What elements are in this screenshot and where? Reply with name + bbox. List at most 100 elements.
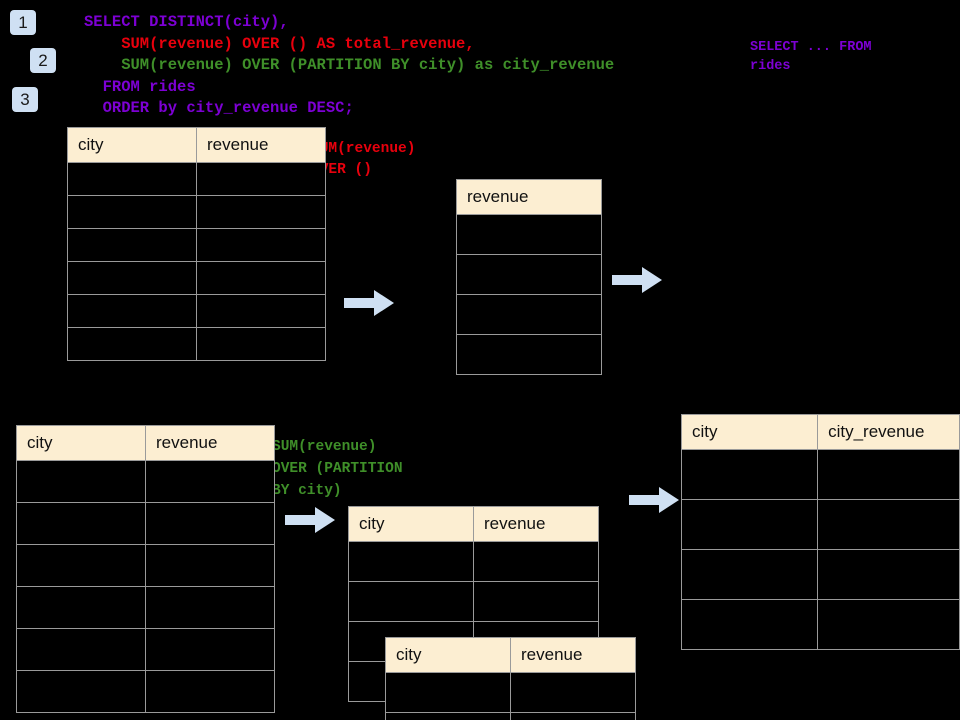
sql-line-3: SUM(revenue) OVER (PARTITION BY city) as… — [84, 56, 615, 74]
table-row — [456, 214, 602, 255]
table-row — [456, 294, 602, 335]
column-header-revenue: revenue — [196, 127, 326, 163]
table-body — [67, 162, 326, 361]
cell-revenue — [145, 586, 275, 629]
cell-city-revenue — [817, 449, 960, 500]
table-row — [385, 712, 636, 720]
cell-revenue — [145, 544, 275, 587]
table-row — [16, 544, 275, 587]
result-table: city city_revenue — [680, 414, 960, 650]
column-header-city: city — [348, 506, 474, 542]
table-body — [456, 214, 602, 375]
arrow-rides2-to-partition-icon — [285, 505, 335, 535]
cell-city — [16, 586, 146, 629]
annotation-sum-over-partition: SUM(revenue) OVER (PARTITION BY city) — [272, 439, 403, 499]
cell-city — [16, 502, 146, 545]
cell-revenue — [196, 195, 326, 229]
table-row — [680, 499, 960, 550]
step-badge-2: 2 — [30, 48, 56, 73]
table-header-row: city revenue — [348, 506, 599, 542]
cell-revenue — [196, 162, 326, 196]
column-header-city: city — [385, 637, 511, 673]
table-row — [680, 599, 960, 650]
cell-city-revenue — [817, 499, 960, 550]
sql-query-block: SELECT DISTINCT(city), SUM(revenue) OVER… — [84, 12, 614, 120]
cell-city — [16, 460, 146, 503]
cell-city — [67, 327, 197, 361]
table-body — [385, 672, 636, 720]
cell-city — [67, 228, 197, 262]
cell-revenue — [456, 254, 602, 295]
table-body — [680, 449, 960, 650]
cell-city — [16, 628, 146, 671]
cell-city — [680, 549, 819, 600]
cell-city — [385, 672, 511, 713]
cell-city — [680, 499, 819, 550]
cell-city — [680, 599, 819, 650]
cell-revenue — [145, 670, 275, 713]
cell-city-revenue — [817, 599, 960, 650]
column-header-revenue: revenue — [510, 637, 636, 673]
arrow-total-to-result-icon — [612, 265, 662, 295]
arrow-rides-to-total-icon — [344, 288, 394, 318]
table-row — [16, 670, 275, 713]
cell-city — [385, 712, 511, 720]
column-header-city: city — [16, 425, 146, 461]
cell-revenue — [196, 294, 326, 328]
table-row — [16, 502, 275, 545]
rides-source-table: city revenue — [67, 127, 326, 361]
cell-city — [680, 449, 819, 500]
table-header-row: city revenue — [385, 637, 636, 673]
cell-revenue — [456, 214, 602, 255]
step-badge-1-label: 1 — [18, 13, 28, 32]
cell-revenue — [473, 541, 599, 582]
table-body — [16, 460, 275, 713]
cell-city — [16, 544, 146, 587]
cell-revenue — [196, 327, 326, 361]
column-header-revenue: revenue — [473, 506, 599, 542]
step-badge-3-label: 3 — [20, 90, 30, 109]
cell-revenue — [510, 712, 636, 720]
table-row — [456, 334, 602, 375]
table-row — [67, 261, 326, 295]
table-row — [385, 672, 636, 713]
cell-city — [348, 541, 474, 582]
table-row — [67, 294, 326, 328]
cell-city-revenue — [817, 549, 960, 600]
annotation-sum-over-empty: SUM(revenue) OVER () — [311, 141, 416, 178]
table-row — [348, 541, 599, 582]
cell-revenue — [196, 261, 326, 295]
step-badge-3: 3 — [12, 87, 38, 112]
table-row — [67, 162, 326, 196]
cell-revenue — [145, 460, 275, 503]
table-header-row: city city_revenue — [680, 414, 960, 450]
column-header-revenue: revenue — [456, 179, 602, 215]
cell-revenue — [196, 228, 326, 262]
sql-line-5: ORDER by city_revenue DESC; — [84, 99, 354, 117]
step-badge-1: 1 — [10, 10, 36, 35]
cell-city — [67, 294, 197, 328]
cell-revenue — [510, 672, 636, 713]
cell-revenue — [456, 334, 602, 375]
table-row — [348, 581, 599, 622]
column-header-revenue: revenue — [145, 425, 275, 461]
rides-source-table-2: city revenue — [16, 425, 275, 713]
table-row — [16, 628, 275, 671]
table-row — [680, 449, 960, 500]
table-row — [680, 549, 960, 600]
partition-group-table-b: city revenue — [385, 637, 636, 720]
cell-revenue — [456, 294, 602, 335]
cell-city — [67, 162, 197, 196]
table-row — [67, 327, 326, 361]
cell-city — [348, 581, 474, 622]
sql-line-1: SELECT DISTINCT(city), — [84, 13, 289, 31]
step-badge-2-label: 2 — [38, 51, 48, 70]
table-header-row: city revenue — [16, 425, 275, 461]
table-row — [456, 254, 602, 295]
column-header-city: city — [680, 414, 819, 450]
cell-city — [67, 261, 197, 295]
cell-city — [67, 195, 197, 229]
table-header-row: city revenue — [67, 127, 326, 163]
table-row — [16, 586, 275, 629]
